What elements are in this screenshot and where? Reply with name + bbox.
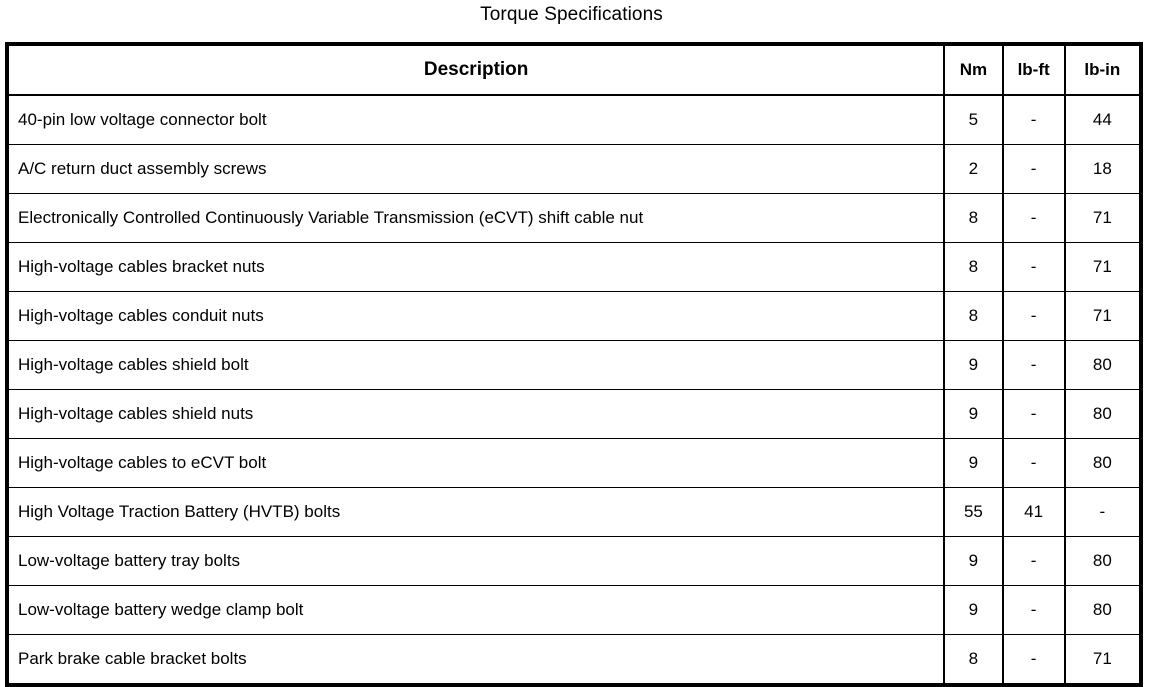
cell-lbin: 71 xyxy=(1063,242,1142,292)
cell-nm: 8 xyxy=(943,291,1004,341)
cell-description: High-voltage cables to eCVT bolt xyxy=(6,438,946,488)
cell-description: 40-pin low voltage connector bolt xyxy=(6,94,946,145)
table-row: High Voltage Traction Battery (HVTB) bol… xyxy=(6,487,1142,537)
cell-description: Low-voltage battery wedge clamp bolt xyxy=(6,585,946,635)
torque-specifications-table: Description Nm lb-ft lb-in 40-pin low vo… xyxy=(5,42,1143,687)
cell-description: Electronically Controlled Continuously V… xyxy=(6,193,946,243)
cell-lbft: - xyxy=(1001,144,1066,194)
cell-lbin: 80 xyxy=(1063,536,1142,586)
cell-description: High-voltage cables shield nuts xyxy=(6,389,946,439)
cell-nm: 9 xyxy=(943,389,1004,439)
cell-lbin: 71 xyxy=(1063,193,1142,243)
cell-description: High-voltage cables shield bolt xyxy=(6,340,946,390)
cell-nm: 8 xyxy=(943,193,1004,243)
cell-description: A/C return duct assembly screws xyxy=(6,144,946,194)
cell-nm: 9 xyxy=(943,536,1004,586)
cell-nm: 5 xyxy=(943,94,1004,145)
cell-nm: 9 xyxy=(943,340,1004,390)
table-header: Description Nm lb-ft lb-in xyxy=(6,43,1142,96)
cell-lbft: - xyxy=(1001,291,1066,341)
cell-nm: 8 xyxy=(943,242,1004,292)
table-header-row: Description Nm lb-ft lb-in xyxy=(6,43,1142,96)
cell-description: High Voltage Traction Battery (HVTB) bol… xyxy=(6,487,946,537)
column-header-lb-in: lb-in xyxy=(1063,43,1142,96)
page-title: Torque Specifications xyxy=(480,4,663,25)
cell-lbft: - xyxy=(1001,438,1066,488)
column-header-description: Description xyxy=(6,43,946,96)
cell-description: Low-voltage battery tray bolts xyxy=(6,536,946,586)
cell-lbft: - xyxy=(1001,634,1066,686)
cell-description: High-voltage cables conduit nuts xyxy=(6,291,946,341)
cell-lbft: - xyxy=(1001,536,1066,586)
cell-lbin: - xyxy=(1063,487,1142,537)
cell-lbft: 41 xyxy=(1001,487,1066,537)
cell-lbft: - xyxy=(1001,242,1066,292)
table-row: Electronically Controlled Continuously V… xyxy=(6,193,1142,243)
cell-lbin: 80 xyxy=(1063,340,1142,390)
cell-nm: 55 xyxy=(943,487,1004,537)
cell-lbft: - xyxy=(1001,585,1066,635)
cell-nm: 9 xyxy=(943,438,1004,488)
cell-lbft: - xyxy=(1001,94,1066,145)
cell-lbin: 80 xyxy=(1063,585,1142,635)
cell-lbft: - xyxy=(1001,340,1066,390)
cell-lbft: - xyxy=(1001,193,1066,243)
column-header-nm: Nm xyxy=(943,43,1004,96)
cell-lbin: 44 xyxy=(1063,94,1142,145)
cell-lbin: 80 xyxy=(1063,389,1142,439)
cell-description: Park brake cable bracket bolts xyxy=(6,634,946,686)
cell-lbft: - xyxy=(1001,389,1066,439)
cell-lbin: 80 xyxy=(1063,438,1142,488)
column-header-lb-ft: lb-ft xyxy=(1001,43,1066,96)
cell-lbin: 18 xyxy=(1063,144,1142,194)
cell-nm: 2 xyxy=(943,144,1004,194)
torque-table-container: Description Nm lb-ft lb-in 40-pin low vo… xyxy=(5,42,1143,687)
cell-nm: 8 xyxy=(943,634,1004,686)
cell-lbin: 71 xyxy=(1063,634,1142,686)
cell-description: High-voltage cables bracket nuts xyxy=(6,242,946,292)
cell-nm: 9 xyxy=(943,585,1004,635)
cell-lbin: 71 xyxy=(1063,291,1142,341)
